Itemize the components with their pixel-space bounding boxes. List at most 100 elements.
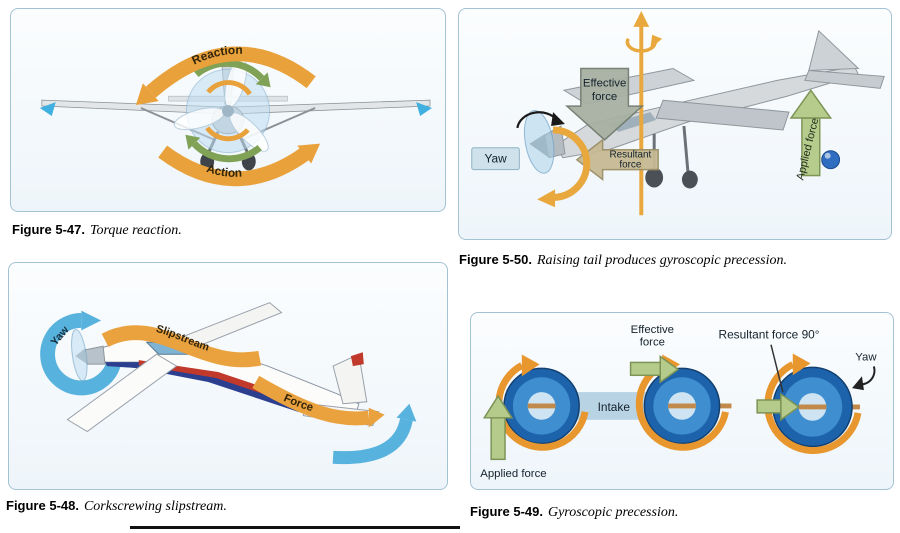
applied-force-arrow: Applied force [480,394,547,480]
figure-5-48-caption-text: Corkscrewing slipstream. [83,499,227,514]
effective-force-arrow: Effective force [564,67,645,141]
green-rotation-arc [191,141,262,163]
green-arc-arrowhead-icon [255,72,271,88]
torque-reaction-illustration: Reaction Action [39,43,432,187]
resultant-force-callout: Resultant force 90° [719,328,820,422]
tail-swirl-arrowhead-icon [396,403,417,422]
right-wingtip-arrow-icon [416,102,432,116]
yaw-callout: Yaw [852,351,877,391]
yaw-swirl-band [40,313,123,396]
gyro-disc-left [495,354,589,451]
figure-5-48-caption-label: Figure 5-48. [6,498,79,513]
resultant-force-arrowhead-icon [780,392,800,422]
figure-5-49-caption-text: Gyroscopic precession. [547,505,679,520]
figure-5-50-caption: Figure 5-50. Raising tail produces gyrosc… [459,252,787,269]
vertical-fin [808,29,860,71]
intake-label: Intake [598,400,631,414]
reaction-band [145,46,316,98]
main-wheel [645,167,664,188]
prop-disc [71,329,88,382]
inner-rotation-arc [205,126,250,142]
windshield [608,112,657,132]
resultant-force-label: Resultant force 90° [719,328,820,342]
figure-5-49-panel: Intake [470,312,894,490]
gyroscopic-precession-discs-illustration: Intake [480,324,877,480]
tail-weight-ball [821,150,841,170]
action-arrowhead-icon [297,143,321,164]
force-band [252,375,370,426]
applied-force-arrowhead-icon [482,394,514,419]
gyro-disc-right [764,353,862,454]
figure-5-50-panel: Effective force Resultant force Yaw Appl… [458,8,892,240]
yaw-arc [552,126,591,201]
axis-swirl-arrowhead-icon [650,34,663,49]
resultant-force-label-line2: force [619,160,642,171]
yaw-arrowhead-icon [537,189,556,208]
effective-force-block-arrow [564,67,645,141]
resultant-force-shaft [756,399,782,414]
rotation-arrowhead-icon [792,353,811,376]
landing-gear-legs [652,125,690,172]
axis-swirl [625,37,657,53]
rotation-arc [764,361,862,454]
slipstream-band [101,325,262,368]
reaction-arrow: Reaction [135,43,316,106]
effective-force-label-line2: force [592,91,617,103]
action-band [158,145,310,187]
effective-force-label-line1: Effective [583,77,626,89]
resultant-force-label-line1: Resultant [609,150,651,161]
propeller-disc [173,56,271,163]
rotation-arc [635,362,729,451]
yaw-swirl-arrowhead-icon [81,310,102,331]
horizontal-stabilizer [804,69,885,89]
prop-rotation-arrow [516,111,565,129]
left-wingtip-arrow-icon [39,102,56,116]
figure-5-50-caption-label: Figure 5-50. [459,252,532,267]
figure-5-49-caption: Figure 5-49.Gyroscopic precession. [470,504,678,521]
green-rotation-arc [194,59,265,81]
side-stripe [138,360,308,408]
rotation-arrowhead-icon [551,112,565,126]
near-wing [655,99,790,131]
corkscrewing-slipstream-illustration: Yaw Slipstream [40,302,417,465]
reaction-arrowhead-icon [135,83,159,106]
near-wing [66,353,178,433]
pointer-line [770,344,784,393]
force-arrowhead-icon [368,407,385,428]
axis-arrowhead-icon [633,10,650,27]
ball-highlight [824,152,831,159]
figure-5-47-caption-text: Torque reaction. [89,223,182,238]
applied-force-shaft [490,417,506,461]
yaw-label: Yaw [855,351,877,363]
section-divider-rule [130,526,460,529]
figure-5-47-panel: Reaction Action [10,8,446,212]
gyroscopic-precession-airplane-illustration: Effective force Resultant force Yaw Appl… [471,10,885,216]
figure-5-48-caption: Figure 5-48. Corkscrewing slipstream. [6,498,227,515]
main-wheel [681,170,698,189]
tail-swirl-arrow [332,403,417,465]
green-arc-arrowhead-icon [185,134,201,150]
figure-5-48-panel: Yaw Slipstream [8,262,448,490]
applied-force-label: Applied force [480,468,546,480]
yaw-label: Yaw [484,152,507,166]
yaw-callout: Yaw [471,126,591,208]
tail-swirl-band [332,417,413,465]
effective-force-arrow: Effective force [629,324,680,384]
figure-5-47-caption: Figure 5-47. Torque reaction. [12,222,182,239]
rotation-arc [495,362,589,451]
applied-force-arrowhead-icon [789,89,833,119]
effective-force-arrowhead-icon [659,355,680,384]
action-arrow: Action [158,143,321,187]
applied-force-arrow: Applied force [789,89,833,181]
figure-5-50-caption-text: Raising tail produces gyroscopic precess… [536,253,787,268]
prop-hub [222,105,234,117]
effective-force-label-line2: force [640,337,665,349]
rotation-arrowhead-icon [521,354,540,377]
prop-disc [523,110,555,174]
vertical-fin [332,353,368,405]
figure-5-47-caption-label: Figure 5-47. [12,222,85,237]
yaw-label-box [471,147,520,171]
effective-force-shaft [629,361,661,377]
effective-force-label-line1: Effective [631,324,674,336]
